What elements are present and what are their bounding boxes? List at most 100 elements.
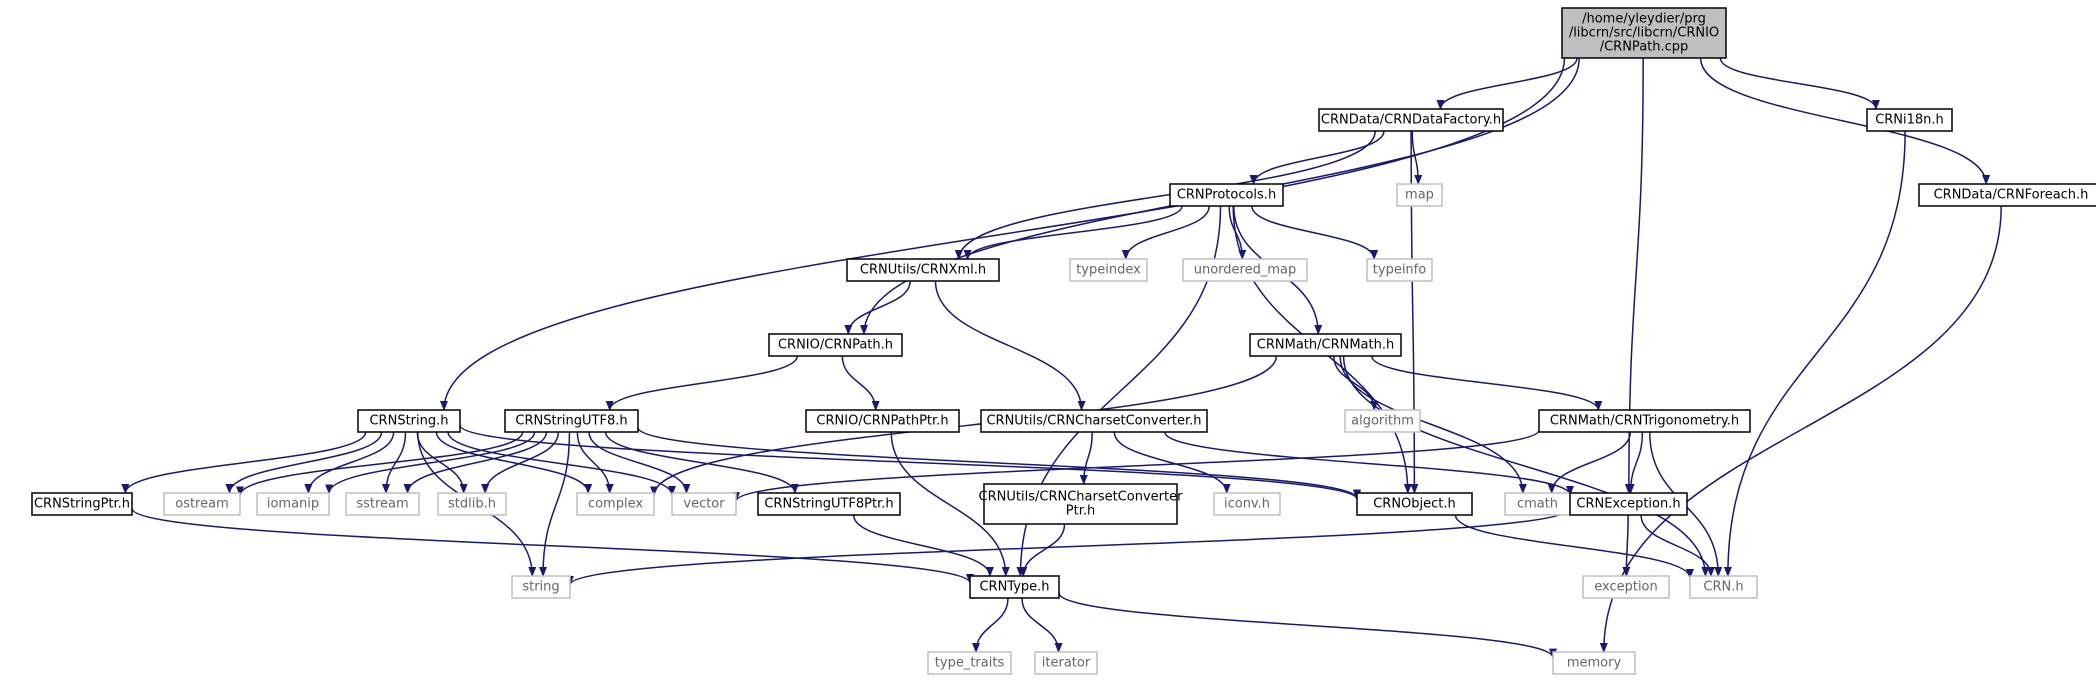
- edge-object-to-crn: [1454, 514, 1694, 580]
- edge-charsetConv-to-iconv: [1113, 431, 1231, 494]
- edge-math-to-cmath: [1339, 355, 1527, 494]
- node-box: [1552, 651, 1636, 675]
- node-box: [1034, 651, 1098, 675]
- node-label: unordered_map: [1194, 263, 1297, 278]
- edge-stringUTF8-to-object: [637, 427, 1361, 500]
- node-label: CRNException.h: [1576, 497, 1680, 512]
- edge-type-to-iterator: [1021, 597, 1063, 653]
- node-box: [927, 651, 1012, 675]
- edge-charsetConv-to-charsetConvPtr: [1079, 431, 1093, 485]
- node-memory: memory: [1552, 651, 1636, 675]
- node-math[interactable]: CRNMath/CRNMath.h: [1249, 333, 1402, 357]
- node-box: [1069, 258, 1148, 282]
- node-path[interactable]: CRNIO/CRNPath.h: [768, 333, 903, 357]
- node-box: [805, 409, 960, 433]
- node-label: CRN.h: [1703, 580, 1743, 595]
- node-i18n[interactable]: CRNi18n.h: [1866, 108, 1953, 132]
- edge-protocols-to-xml: [963, 205, 1183, 260]
- node-typeindex: typeindex: [1069, 258, 1148, 282]
- node-box: [983, 483, 1178, 525]
- node-label: CRNData/CRNDataFactory.h: [1321, 113, 1501, 128]
- edge-stringPtr-to-type: [131, 508, 974, 585]
- node-iconv: iconv.h: [1213, 492, 1281, 516]
- node-object[interactable]: CRNObject.h: [1356, 492, 1473, 516]
- edge-protocols-to-typeindex: [1121, 205, 1210, 260]
- nodes-layer: /home/yleydier/prg/libcrn/src/libcrn/CRN…: [31, 7, 2096, 675]
- edge-exception-to-stdstring: [566, 507, 1571, 586]
- edge-stringUTF8-to-sstream: [403, 431, 548, 494]
- node-sstream: sstream: [345, 492, 420, 516]
- node-crn: CRN.h: [1689, 575, 1758, 599]
- node-box: [757, 492, 901, 516]
- edge-path-to-pathPtr: [841, 355, 880, 411]
- node-root[interactable]: /home/yleydier/prg/libcrn/src/libcrn/CRN…: [1561, 7, 1727, 59]
- edge-stringUTF8-to-stdstring: [539, 431, 571, 577]
- node-label: cmath: [1517, 497, 1558, 512]
- node-label: CRNStringUTF8.h: [515, 414, 627, 429]
- node-iterator: iterator: [1034, 651, 1098, 675]
- node-box: [1182, 258, 1308, 282]
- node-dataFactory[interactable]: CRNData/CRNDataFactory.h: [1318, 108, 1504, 132]
- node-stringUTF8[interactable]: CRNStringUTF8.h: [504, 409, 639, 433]
- edge-xml-to-charsetConv: [934, 280, 1086, 411]
- node-label: CRNData/CRNForeach.h: [1934, 188, 2089, 203]
- node-trig[interactable]: CRNMath/CRNTrigonometry.h: [1538, 409, 1751, 433]
- node-box: [1366, 258, 1433, 282]
- node-exception[interactable]: CRNException.h: [1569, 492, 1688, 516]
- node-foreach[interactable]: CRNData/CRNForeach.h: [1918, 183, 2096, 207]
- node-box: [1569, 492, 1688, 516]
- edge-charsetConvPtr-to-type: [1019, 523, 1066, 577]
- edge-trig-to-vector: [732, 429, 1540, 503]
- node-box: [256, 492, 330, 516]
- node-stdstring: string: [511, 575, 571, 599]
- node-label: CRNUtils/CRNXml.h: [860, 263, 986, 278]
- node-label: CRNObject.h: [1373, 497, 1456, 512]
- edge-i18n-to-crn: [1723, 130, 1906, 577]
- node-xml[interactable]: CRNUtils/CRNXml.h: [846, 258, 1000, 282]
- edge-dataFactory-to-xml: [954, 130, 1376, 260]
- node-label: /CRNPath.cpp: [1600, 40, 1689, 55]
- node-pathPtr[interactable]: CRNIO/CRNPathPtr.h: [805, 409, 960, 433]
- edge-type-to-type_traits: [972, 597, 1009, 653]
- node-label: iterator: [1042, 656, 1091, 671]
- node-protocols[interactable]: CRNProtocols.h: [1169, 183, 1284, 207]
- edge-root-to-foreach: [1699, 57, 1991, 185]
- node-type_traits: type_traits: [927, 651, 1012, 675]
- node-box: [1356, 492, 1473, 516]
- node-box: [576, 492, 655, 516]
- edge-math-to-crn: [1342, 355, 1710, 577]
- node-label: typeinfo: [1373, 263, 1426, 278]
- edge-charsetConv-to-exception: [1164, 431, 1574, 496]
- node-label: /libcrn/src/libcrn/CRNIO: [1569, 26, 1719, 41]
- edge-stringUTF8-to-iomanip: [325, 431, 536, 495]
- node-box: [1561, 7, 1727, 59]
- node-box: [1344, 409, 1421, 433]
- node-label: CRNUtils/CRNCharsetConverter.h: [986, 414, 1201, 429]
- edge-string-to-stringPtr: [121, 431, 367, 494]
- node-label: vector: [683, 497, 725, 512]
- edge-string-to-iomanip: [304, 431, 395, 494]
- node-string[interactable]: CRNString.h: [357, 409, 461, 433]
- node-box: [671, 492, 737, 516]
- edge-math-to-algorithm: [1333, 355, 1379, 411]
- edge-stringUTF8-to-stringUTF8Ptr: [604, 431, 799, 494]
- node-box: [1918, 183, 2096, 207]
- node-charsetConv[interactable]: CRNUtils/CRNCharsetConverter.h: [980, 409, 1208, 433]
- node-box: [1249, 333, 1402, 357]
- node-label: CRNString.h: [369, 414, 448, 429]
- node-label: CRNIO/CRNPath.h: [778, 338, 893, 353]
- node-unordered_map: unordered_map: [1182, 258, 1308, 282]
- edge-math-to-complex: [650, 355, 1278, 497]
- node-box: [980, 409, 1208, 433]
- edge-xml-to-path: [844, 280, 911, 335]
- node-label: CRNType.h: [979, 580, 1049, 595]
- node-box: [357, 409, 461, 433]
- node-vector: vector: [671, 492, 737, 516]
- node-type[interactable]: CRNType.h: [969, 575, 1060, 599]
- edge-type-to-memory: [1058, 592, 1557, 659]
- node-label: CRNStringPtr.h: [34, 497, 130, 512]
- node-stringUTF8Ptr[interactable]: CRNStringUTF8Ptr.h: [757, 492, 901, 516]
- node-stringPtr[interactable]: CRNStringPtr.h: [31, 492, 133, 516]
